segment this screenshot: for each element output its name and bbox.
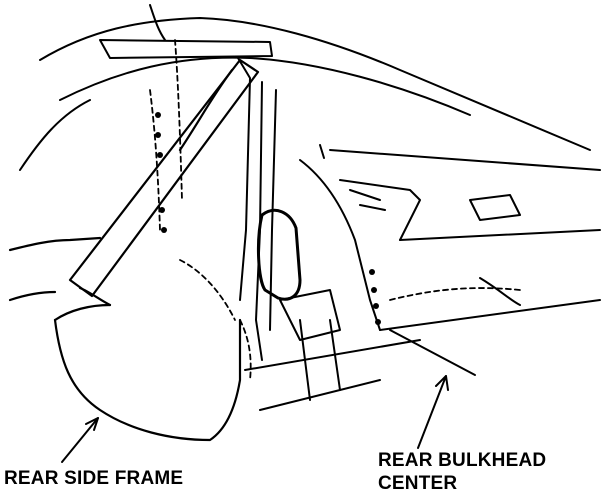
arrow-rear-side-frame <box>61 417 99 463</box>
rear-bulkhead-shape <box>299 144 601 331</box>
label-rear-side-frame: REAR SIDE FRAME <box>4 468 184 489</box>
hidden-lines <box>149 39 521 381</box>
leader-line-bulkhead <box>389 277 521 376</box>
floor-structure <box>244 289 421 411</box>
arrow-rear-bulkhead-center <box>417 375 449 449</box>
label-rear-bulkhead-line2: CENTER <box>378 473 458 494</box>
inner-panel-cutout <box>256 209 302 301</box>
rear-side-frame-shape <box>8 236 242 442</box>
center-pillar <box>237 57 277 361</box>
spot-welds-left <box>155 112 167 233</box>
upper-panel-outline <box>19 4 591 171</box>
label-rear-bulkhead-line1: REAR BULKHEAD <box>378 450 547 471</box>
diagonal-strut <box>68 58 260 307</box>
